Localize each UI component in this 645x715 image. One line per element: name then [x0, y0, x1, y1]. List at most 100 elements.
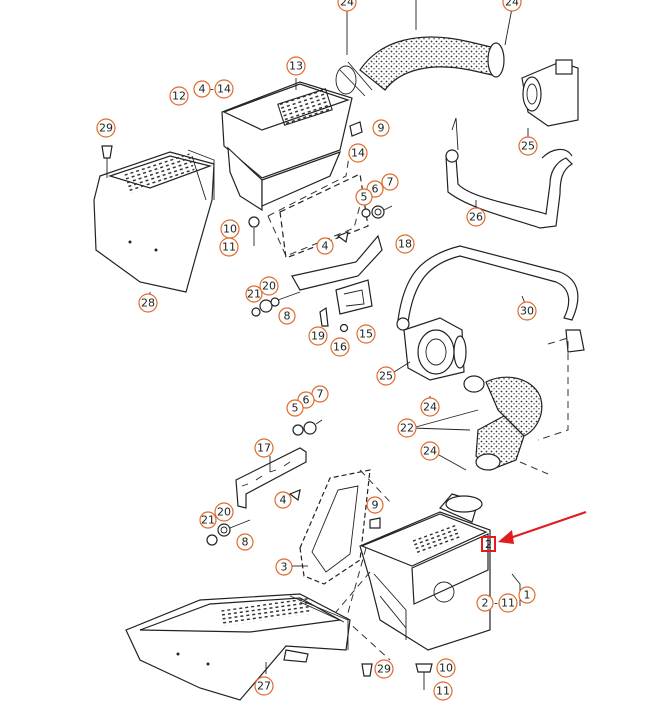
small-hardware-lower — [206, 419, 433, 690]
small-hardware-upper — [101, 121, 393, 333]
svg-text:27: 27 — [257, 680, 271, 693]
callout-11-bottom: 11 — [433, 681, 453, 701]
callout-7-top: 7 — [381, 173, 399, 191]
callout-25-mid: 25 — [376, 366, 396, 386]
bracket-3 — [299, 469, 371, 585]
svg-text:24: 24 — [340, 0, 354, 9]
svg-text:26: 26 — [469, 211, 483, 224]
air-mass-meter-middle — [393, 317, 467, 381]
callout-1: 1 — [518, 586, 536, 604]
svg-text:21: 21 — [247, 288, 261, 301]
air-filter-lower-housing — [359, 493, 491, 651]
intake-duct-upper — [93, 149, 215, 302]
svg-text:22: 22 — [400, 422, 414, 435]
callout-19: 19 — [308, 326, 328, 346]
svg-text:16: 16 — [333, 341, 347, 354]
intake-hose-upper — [359, 36, 496, 91]
svg-text:13: 13 — [289, 60, 303, 73]
callout-5-lower: 5 — [286, 399, 304, 417]
svg-text:3: 3 — [281, 561, 288, 574]
callout-28: 28 — [138, 293, 158, 313]
svg-text:7: 7 — [387, 176, 394, 189]
svg-text:24: 24 — [505, 0, 519, 9]
svg-text:20: 20 — [217, 506, 231, 519]
callout-labels: 24 24 13 12 4 - 14 29 9 25 14 6 7 5 26 1… — [96, 0, 538, 701]
callout-13: 13 — [286, 56, 306, 76]
svg-text:6: 6 — [372, 183, 379, 196]
svg-text:30: 30 — [520, 305, 534, 318]
svg-text:14: 14 — [351, 147, 365, 160]
svg-text:24: 24 — [423, 401, 437, 414]
svg-text:8: 8 — [242, 536, 249, 549]
svg-text:6: 6 — [303, 394, 310, 407]
callout-11-lower-right: 11 — [498, 593, 518, 613]
callout-25-top: 25 — [518, 136, 538, 156]
callout-24-top-left: 24 — [337, 0, 357, 12]
svg-text:21: 21 — [201, 514, 215, 527]
callout-24-mid: 24 — [420, 397, 440, 417]
bracket-17 — [235, 447, 307, 509]
callout-5-top: 5 — [355, 188, 373, 206]
callout-20-top: 20 — [259, 276, 279, 296]
callout-24-lower: 24 — [420, 441, 440, 461]
callout-15: 15 — [356, 324, 376, 344]
callout-4-top: 4 — [193, 80, 211, 98]
callout-8-top: 8 — [278, 307, 296, 325]
callout-21-lower: 21 — [199, 511, 217, 529]
callout-9-top: 9 — [372, 119, 390, 137]
callout-2-lower: 2 — [476, 594, 494, 612]
callout-11-top: 11 — [219, 237, 239, 257]
svg-text:4: 4 — [280, 494, 287, 507]
hose-30 — [397, 245, 579, 323]
callout-14-top: 14 — [214, 79, 234, 99]
callout-14-mid: 14 — [348, 143, 368, 163]
highlight-label: 2 — [485, 538, 492, 551]
svg-text:2: 2 — [482, 597, 489, 610]
callout-10-top: 10 — [220, 219, 240, 239]
callout-21-top: 21 — [245, 285, 263, 303]
callout-4-lower: 4 — [274, 491, 292, 509]
svg-text:5: 5 — [292, 402, 299, 415]
svg-text:12: 12 — [172, 90, 186, 103]
callout-29-lower: 29 — [374, 659, 394, 679]
callout-27: 27 — [254, 676, 274, 696]
air-filter-upper-housing — [221, 78, 353, 212]
red-pointer-arrow — [509, 510, 587, 540]
callout-24-top-right: 24 — [502, 0, 522, 12]
callout-26: 26 — [466, 207, 486, 227]
callout-12: 12 — [169, 86, 189, 106]
hose-22-upper — [485, 376, 543, 437]
air-mass-meter-upper — [521, 59, 579, 140]
dash-separator: - — [210, 83, 214, 96]
highlight-box — [481, 536, 496, 552]
callout-17: 17 — [254, 438, 274, 458]
svg-text:19: 19 — [311, 330, 325, 343]
callout-22: 22 — [397, 418, 417, 438]
svg-text:25: 25 — [521, 140, 535, 153]
svg-text:4: 4 — [322, 240, 329, 253]
callout-4-mid: 4 — [316, 237, 334, 255]
svg-text:29: 29 — [99, 122, 113, 135]
dash-separator: - — [494, 597, 498, 610]
svg-text:17: 17 — [257, 442, 271, 455]
svg-text:9: 9 — [378, 122, 385, 135]
svg-text:14: 14 — [217, 83, 231, 96]
svg-text:29: 29 — [377, 663, 391, 676]
callout-30: 30 — [517, 301, 537, 321]
callout-8-lower: 8 — [236, 533, 254, 551]
intake-duct-lower — [125, 593, 351, 701]
svg-text:15: 15 — [359, 328, 373, 341]
svg-text:11: 11 — [501, 597, 515, 610]
callout-3: 3 — [275, 558, 293, 576]
callout-18: 18 — [395, 234, 415, 254]
callout-10-lower: 10 — [436, 658, 456, 678]
svg-text:8: 8 — [284, 310, 291, 323]
hose-26 — [445, 155, 573, 229]
svg-text:5: 5 — [361, 191, 368, 204]
svg-text:25: 25 — [379, 370, 393, 383]
svg-text:9: 9 — [372, 499, 379, 512]
svg-text:20: 20 — [262, 280, 276, 293]
callout-9-lower: 9 — [366, 496, 384, 514]
svg-text:18: 18 — [398, 238, 412, 251]
